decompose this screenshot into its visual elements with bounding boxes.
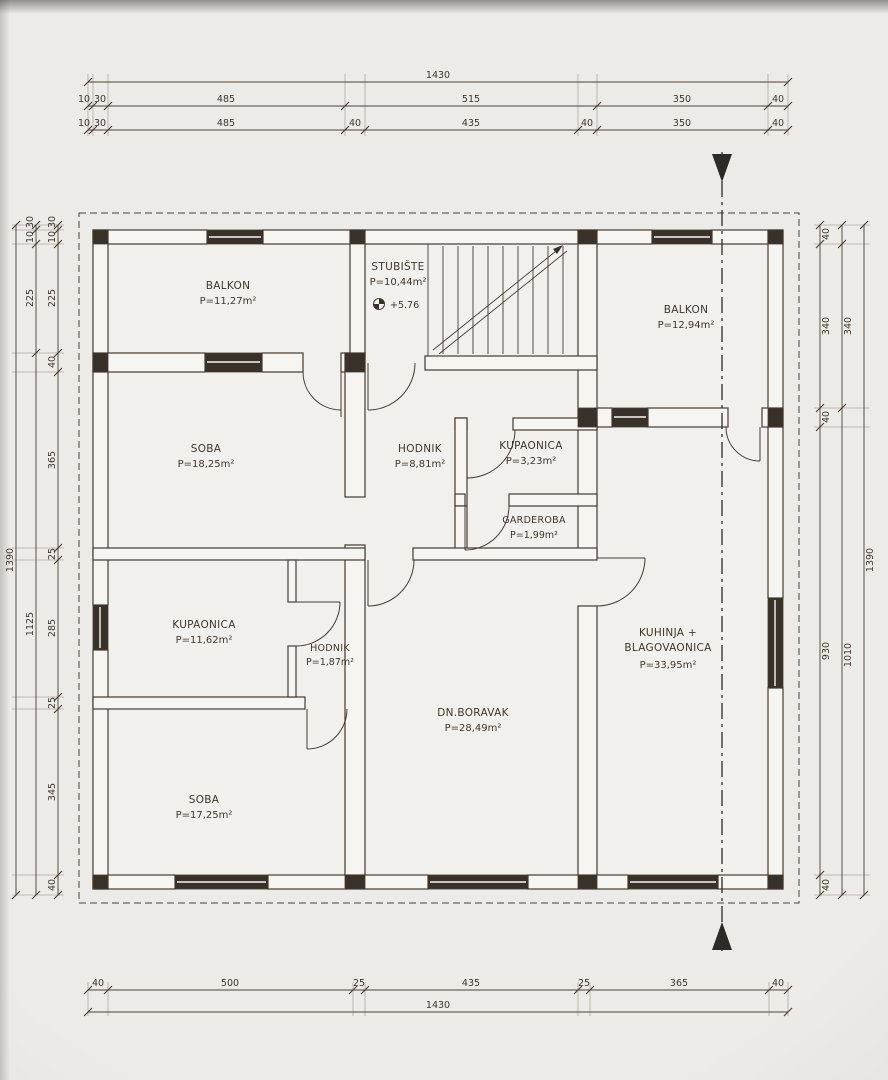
room-area-dnevni-boravak: P=28,49m² <box>445 723 502 734</box>
dim-label: 435 <box>462 118 480 129</box>
room-area-stubiste: P=10,44m² <box>370 277 427 288</box>
door-balkon-kuhinja <box>725 426 761 462</box>
dim-label: 40 <box>581 118 593 129</box>
dim-label: 40 <box>772 978 784 989</box>
dim-label: 350 <box>673 94 691 105</box>
door-balkon-soba <box>302 371 342 417</box>
room-area-soba-top: P=18,25m² <box>178 459 235 470</box>
dim-label: 930 <box>821 642 832 660</box>
dimension-chain-bottom: 40 500 25 435 25 365 40 1430 <box>83 978 793 1017</box>
insulation-outline <box>78 212 800 904</box>
dim-label: 25 <box>47 697 58 709</box>
door-hodnik-small <box>295 601 341 647</box>
dim-label: 25 <box>47 548 58 560</box>
room-name-kuhinja-line1: KUHINJA + <box>639 627 697 639</box>
dim-label: 340 <box>843 317 854 335</box>
door-kupaonica-small <box>466 429 516 479</box>
walls <box>92 229 784 890</box>
dim-label: 25 <box>353 978 365 989</box>
dim-label: 30 <box>25 216 36 228</box>
dim-label: 40 <box>772 118 784 129</box>
dim-label: 515 <box>462 94 480 105</box>
dim-label: 40 <box>821 411 832 423</box>
columns <box>92 229 784 890</box>
room-name-dnevni-boravak: DN.BORAVAK <box>437 707 509 719</box>
dim-label-bottom-total: 1430 <box>426 1000 450 1011</box>
room-area-kuhinja: P=33,95m² <box>640 660 697 671</box>
dim-label: 500 <box>221 978 239 989</box>
section-line <box>712 152 732 952</box>
room-name-balkon-left: BALKON <box>206 280 250 292</box>
dim-label: 1125 <box>25 612 36 636</box>
dim-label: 40 <box>92 978 104 989</box>
room-name-garderoba: GARDEROBA <box>502 515 566 526</box>
room-labels: BALKON P=11,27m² STUBIŠTE P=10,44m² +5.7… <box>172 260 714 821</box>
room-area-balkon-right: P=12,94m² <box>658 320 715 331</box>
room-area-soba-bottom: P=17,25m² <box>176 810 233 821</box>
room-name-hodnik-main: HODNIK <box>398 443 443 455</box>
dim-label: 30 <box>47 216 58 228</box>
dim-label: 365 <box>47 451 58 469</box>
stair-direction-arrow <box>553 245 563 254</box>
room-name-balkon-right: BALKON <box>664 304 708 316</box>
room-name-soba-top: SOBA <box>191 443 222 455</box>
dim-label: 340 <box>821 317 832 335</box>
dim-label: 365 <box>670 978 688 989</box>
dimension-chain-top: 1430 10 30 485 515 350 40 10 30 485 40 4… <box>78 70 793 135</box>
room-name-kupaonica-small: KUPAONICA <box>499 440 563 452</box>
room-area-balkon-left: P=11,27m² <box>200 296 257 307</box>
dim-label: 345 <box>47 783 58 801</box>
dim-label: 30 <box>94 118 106 129</box>
door-soba-bottom <box>306 708 348 750</box>
dim-label: 40 <box>821 228 832 240</box>
room-name-hodnik-small: HODNIK <box>310 643 350 654</box>
dim-label: 10 <box>78 118 90 129</box>
staircase <box>427 244 568 356</box>
dim-label-left-total: 1390 <box>5 548 16 572</box>
windows <box>92 229 784 890</box>
section-marker-top <box>712 154 732 182</box>
dim-label: 30 <box>94 94 106 105</box>
dim-label: 485 <box>217 118 235 129</box>
dimension-chain-left: 1390 30 10 225 1125 30 10 225 40 365 25 … <box>5 216 63 900</box>
dim-label: 25 <box>578 978 590 989</box>
dim-label: 285 <box>47 619 58 637</box>
dim-label: 435 <box>462 978 480 989</box>
level-marker <box>373 298 385 310</box>
room-area-kupaonica-large: P=11,62m² <box>176 635 233 646</box>
room-area-garderoba: P=1,99m² <box>510 530 558 541</box>
dim-label: 10 <box>25 231 36 243</box>
doors <box>295 362 761 750</box>
door-dnevni-boravak <box>367 559 415 607</box>
dim-label: 1010 <box>843 643 854 667</box>
door-stubiste <box>367 362 416 411</box>
room-name-kupaonica-large: KUPAONICA <box>172 619 236 631</box>
room-name-kuhinja-line2: BLAGOVAONICA <box>624 642 712 654</box>
dim-label: 40 <box>349 118 361 129</box>
dim-label: 40 <box>772 94 784 105</box>
dim-label: 350 <box>673 118 691 129</box>
dim-label-right-total: 1390 <box>865 548 876 572</box>
room-name-stubiste: STUBIŠTE <box>371 260 424 273</box>
dim-label: 485 <box>217 94 235 105</box>
door-garderoba <box>464 505 510 551</box>
room-area-kupaonica-small: P=3,23m² <box>506 456 556 467</box>
dim-label: 10 <box>78 94 90 105</box>
section-marker-bottom <box>712 922 732 950</box>
room-area-hodnik-main: P=8,81m² <box>395 459 445 470</box>
room-name-soba-bottom: SOBA <box>189 794 220 806</box>
door-kuhinja <box>596 557 646 607</box>
dim-label: 10 <box>47 231 58 243</box>
room-area-hodnik-small: P=1,87m² <box>306 657 354 668</box>
dim-label: 40 <box>47 356 58 368</box>
dimension-chain-right: 40 340 40 930 40 340 1010 1390 <box>815 220 876 900</box>
dim-label: 40 <box>821 879 832 891</box>
dim-label: 225 <box>25 289 36 307</box>
dim-label: 40 <box>47 879 58 891</box>
level-label-stubiste: +5.76 <box>390 300 419 311</box>
dim-label-top-total: 1430 <box>426 70 450 81</box>
dim-label: 225 <box>47 289 58 307</box>
